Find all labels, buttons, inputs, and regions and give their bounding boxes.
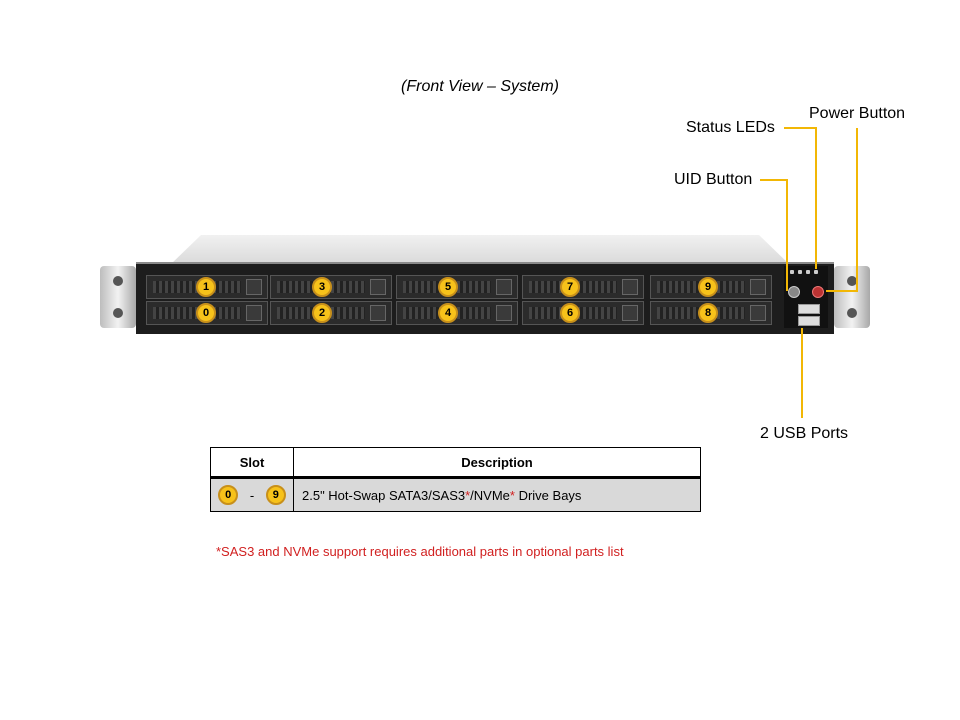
uid-button-leader (786, 179, 788, 291)
status-led (790, 270, 794, 274)
uid-button-label: UID Button (674, 171, 753, 188)
drive-bay[interactable] (522, 301, 644, 325)
description-text: /NVMe (470, 487, 510, 503)
uid-button-leader (760, 179, 788, 181)
slot-header: Slot (210, 447, 294, 479)
usb-ports-leader (801, 328, 803, 418)
drive-bay-number-badge: 3 (312, 277, 332, 297)
status-leds-leader (815, 127, 817, 269)
power-button-leader (856, 128, 858, 291)
slot-badge: 9 (265, 485, 286, 505)
drive-bay-number-badge: 7 (560, 277, 580, 297)
usb-ports-label: 2 USB Ports (760, 425, 849, 442)
drive-bay-number-badge: 8 (698, 303, 718, 323)
status-led (806, 270, 810, 274)
description-text: Drive Bays (514, 487, 582, 503)
power-button[interactable] (812, 286, 824, 298)
slot-cell: 0 - 9 (210, 477, 294, 512)
drive-bay-number-badge: 1 (196, 277, 216, 297)
figure-caption: (Front View – System) (401, 78, 559, 95)
drive-bay-number-badge: 9 (698, 277, 718, 297)
drive-bay-number-badge: 4 (438, 303, 458, 323)
control-panel (784, 266, 828, 328)
status-led (814, 270, 818, 274)
drive-bay-number-badge: 2 (312, 303, 332, 323)
slot-badge: 0 (218, 485, 239, 505)
slot-range-separator: - (249, 487, 255, 503)
drive-bay[interactable] (522, 275, 644, 299)
drive-bay[interactable] (396, 301, 518, 325)
description-text: 2.5" Hot-Swap SATA3/SAS3 (302, 487, 466, 503)
status-leds-label: Status LEDs (686, 119, 775, 136)
footnote-marker: * (465, 487, 471, 503)
table-row: 0 - 9 2.5" Hot-Swap SATA3/SAS3*/NVMe* Dr… (210, 477, 701, 512)
usb-port[interactable] (798, 304, 820, 314)
drive-bay-number-badge: 6 (560, 303, 580, 323)
footnote: *SAS3 and NVMe support requires addition… (216, 544, 624, 559)
uid-button[interactable] (788, 286, 800, 298)
power-button-label: Power Button (809, 105, 906, 122)
description-cell: 2.5" Hot-Swap SATA3/SAS3*/NVMe* Drive Ba… (293, 477, 701, 512)
rack-ear-left (100, 266, 136, 328)
drive-bay-number-badge: 5 (438, 277, 458, 297)
slot-description-table: Slot Description 0 - 9 2.5" Hot-Swap SAT… (210, 447, 701, 512)
status-led (798, 270, 802, 274)
drive-bay-number-badge: 0 (196, 303, 216, 323)
description-header: Description (293, 447, 701, 479)
rack-ear-right (834, 266, 870, 328)
usb-port[interactable] (798, 316, 820, 326)
power-button-leader (826, 290, 858, 292)
footnote-marker: * (509, 487, 515, 503)
status-leds-leader (784, 127, 816, 129)
chassis-top-cover (170, 235, 790, 265)
